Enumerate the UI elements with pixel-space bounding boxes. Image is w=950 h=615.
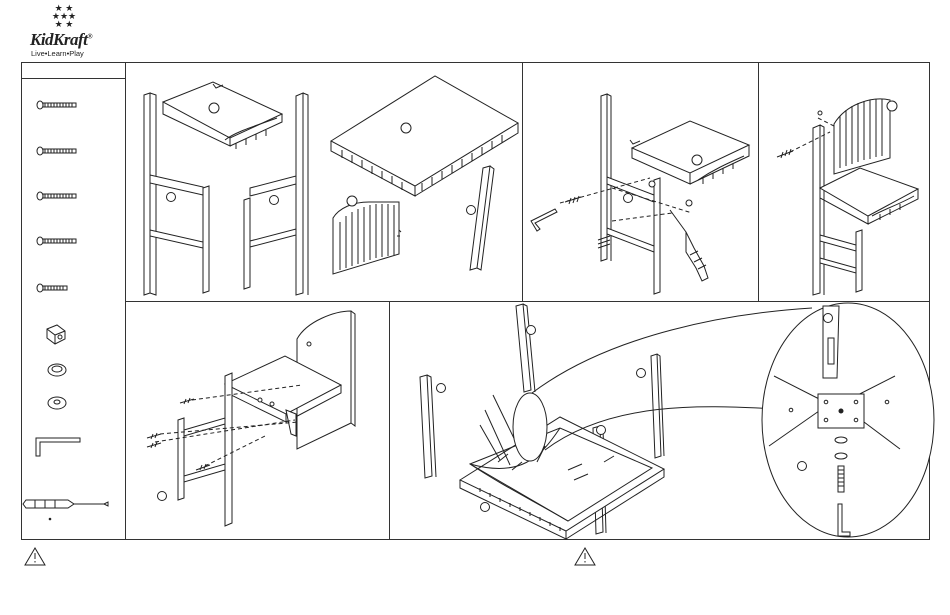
step2-chair-side xyxy=(598,94,660,294)
parts-short-bolt-icon xyxy=(37,284,67,292)
step1-table-leg xyxy=(467,166,495,270)
step2-bolt-icon xyxy=(565,196,581,204)
step3-chair-back xyxy=(834,99,897,174)
parts-barrel-nut-icon xyxy=(47,325,65,344)
step3-chair-seat xyxy=(820,168,918,224)
warning-triangle-icon-2 xyxy=(575,548,595,565)
step5-table-leg-1 xyxy=(516,304,536,392)
parts-long-bolt-4-icon xyxy=(37,237,76,245)
parts-allen-wrench-icon xyxy=(36,438,80,456)
step4-bolt-icons xyxy=(147,398,274,470)
step5-table-leg-2 xyxy=(420,375,446,478)
parts-screwdriver-icon xyxy=(23,500,108,520)
warning-triangle-icon-1 xyxy=(25,548,45,565)
parts-flat-washer-icon xyxy=(48,397,66,409)
parts-long-bolt-2-icon xyxy=(37,147,76,155)
step2-chair-seat xyxy=(630,121,749,184)
parts-long-bolt-1-icon xyxy=(37,101,76,109)
step5-table-top-upside-down xyxy=(460,417,664,539)
step5-callout-bubble xyxy=(513,393,547,461)
step1-table-top xyxy=(331,76,518,196)
step1-chair-side-left xyxy=(144,93,209,295)
parts-long-bolt-3-icon xyxy=(37,192,76,200)
step2-allen-wrench-icon xyxy=(531,209,557,231)
step1-chair-back xyxy=(333,196,401,274)
step5-table-leg-3 xyxy=(637,354,665,458)
step1-chair-seat xyxy=(163,82,282,149)
step3-bolt-path xyxy=(790,118,834,152)
step5-detail-leg xyxy=(823,306,839,378)
step2-screwdriver-icon xyxy=(670,210,708,281)
parts-lock-washer-icon xyxy=(48,364,66,376)
